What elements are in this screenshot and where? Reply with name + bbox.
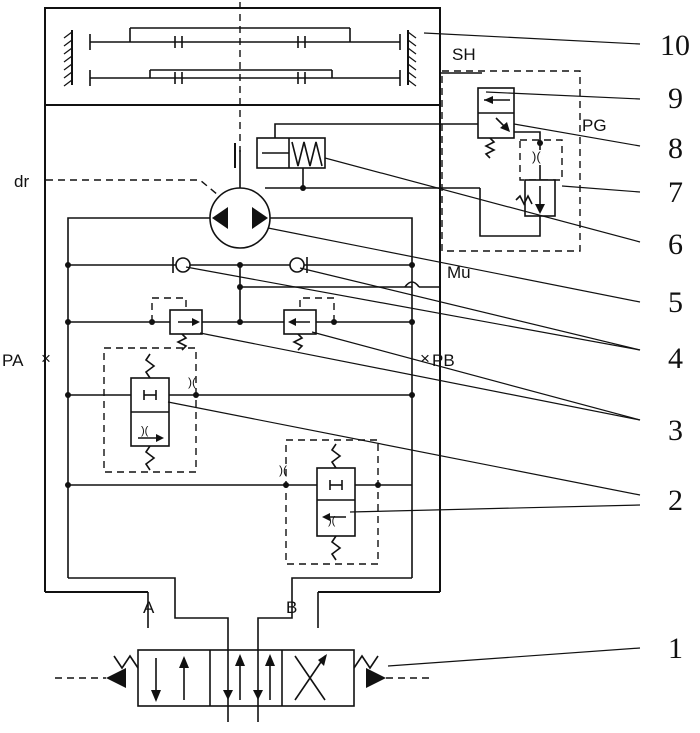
label-PA: PA xyxy=(2,351,24,370)
callout-1: 1 xyxy=(668,632,683,665)
callout-5: 5 xyxy=(668,286,683,319)
check-valves-4: Mu xyxy=(65,257,471,322)
callout-6: 6 xyxy=(668,228,683,261)
callout-2: 2 xyxy=(668,484,683,517)
brake-cylinder-6 xyxy=(234,123,510,191)
callout-4: 4 xyxy=(668,342,683,375)
label-PG: PG xyxy=(582,116,607,135)
leader-lines xyxy=(167,32,641,667)
orifice-mark: )( xyxy=(328,515,336,527)
label-A: A xyxy=(143,598,155,617)
orifice-mark: )( xyxy=(532,149,541,164)
orifice-mark: )( xyxy=(279,463,287,477)
hydraulic-motor-5: dr xyxy=(14,150,271,249)
callout-numbers: 1 2 3 4 5 6 7 8 9 10 xyxy=(660,29,690,665)
test-ports: PA × × PB xyxy=(2,349,455,370)
valve-group-7-8-9: )( SH PG xyxy=(440,45,607,252)
mark-PA: × xyxy=(41,349,51,368)
callout-7: 7 xyxy=(668,176,683,209)
callout-8: 8 xyxy=(668,132,683,165)
gearbox-brake-10 xyxy=(44,2,441,152)
callout-3: 3 xyxy=(668,414,683,447)
label-dr: dr xyxy=(14,172,29,191)
callout-10: 10 xyxy=(660,29,690,62)
directional-valve-1: A B xyxy=(55,598,430,722)
label-B: B xyxy=(286,598,297,617)
flushing-valves-2: )( )( )( )( xyxy=(65,347,415,565)
mark-PB: × xyxy=(420,349,430,368)
callout-9: 9 xyxy=(668,82,683,115)
label-SH: SH xyxy=(452,45,476,64)
relief-valves-3 xyxy=(65,297,415,351)
label-Mu: Mu xyxy=(447,263,471,282)
orifice-mark: )( xyxy=(141,425,149,437)
orifice-mark: )( xyxy=(188,375,196,389)
